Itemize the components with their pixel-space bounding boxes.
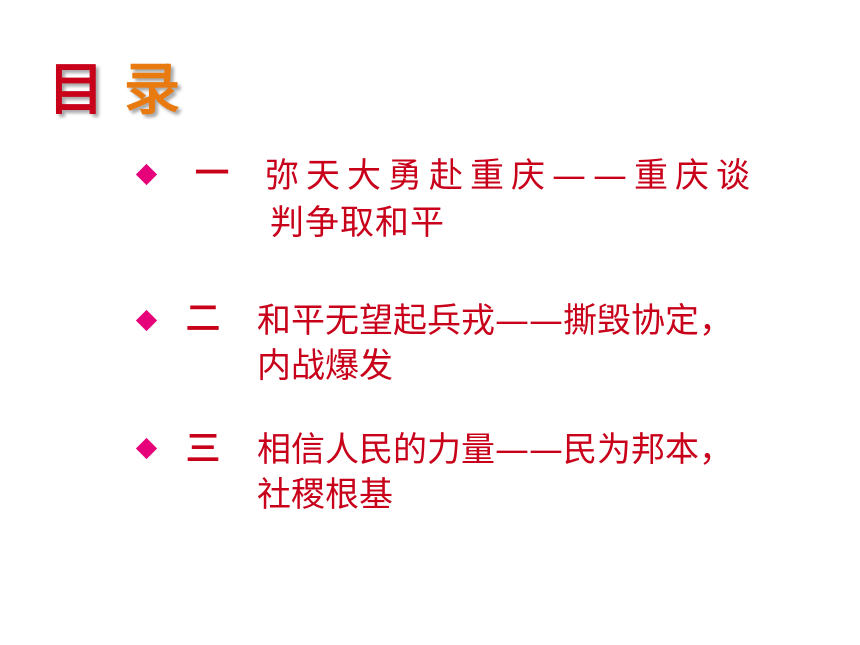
diamond-bullet-icon bbox=[135, 437, 158, 460]
toc-item-number: 一 bbox=[195, 154, 229, 194]
toc-item-text-line1: 相信人民的力量——民为邦本， bbox=[257, 430, 733, 470]
toc-item-text-line1: 弥天大勇赴重庆——重庆谈 bbox=[265, 156, 757, 196]
toc-item-number: 二 bbox=[186, 299, 220, 339]
diamond-bullet-icon bbox=[135, 309, 158, 332]
toc-item-text-line2: 社稷根基 bbox=[257, 475, 393, 515]
diamond-bullet-icon bbox=[135, 163, 158, 186]
toc-item-text-line1: 和平无望起兵戎——撕毁协定， bbox=[257, 301, 733, 341]
toc-item-number: 三 bbox=[186, 429, 220, 469]
title-char-2: 录 bbox=[124, 58, 182, 123]
toc-item-text-line2: 判争取和平 bbox=[270, 203, 445, 243]
title-char-1: 目 bbox=[48, 58, 106, 123]
page-title: 目录 bbox=[48, 58, 182, 124]
toc-item-text-line2: 内战爆发 bbox=[257, 346, 393, 386]
